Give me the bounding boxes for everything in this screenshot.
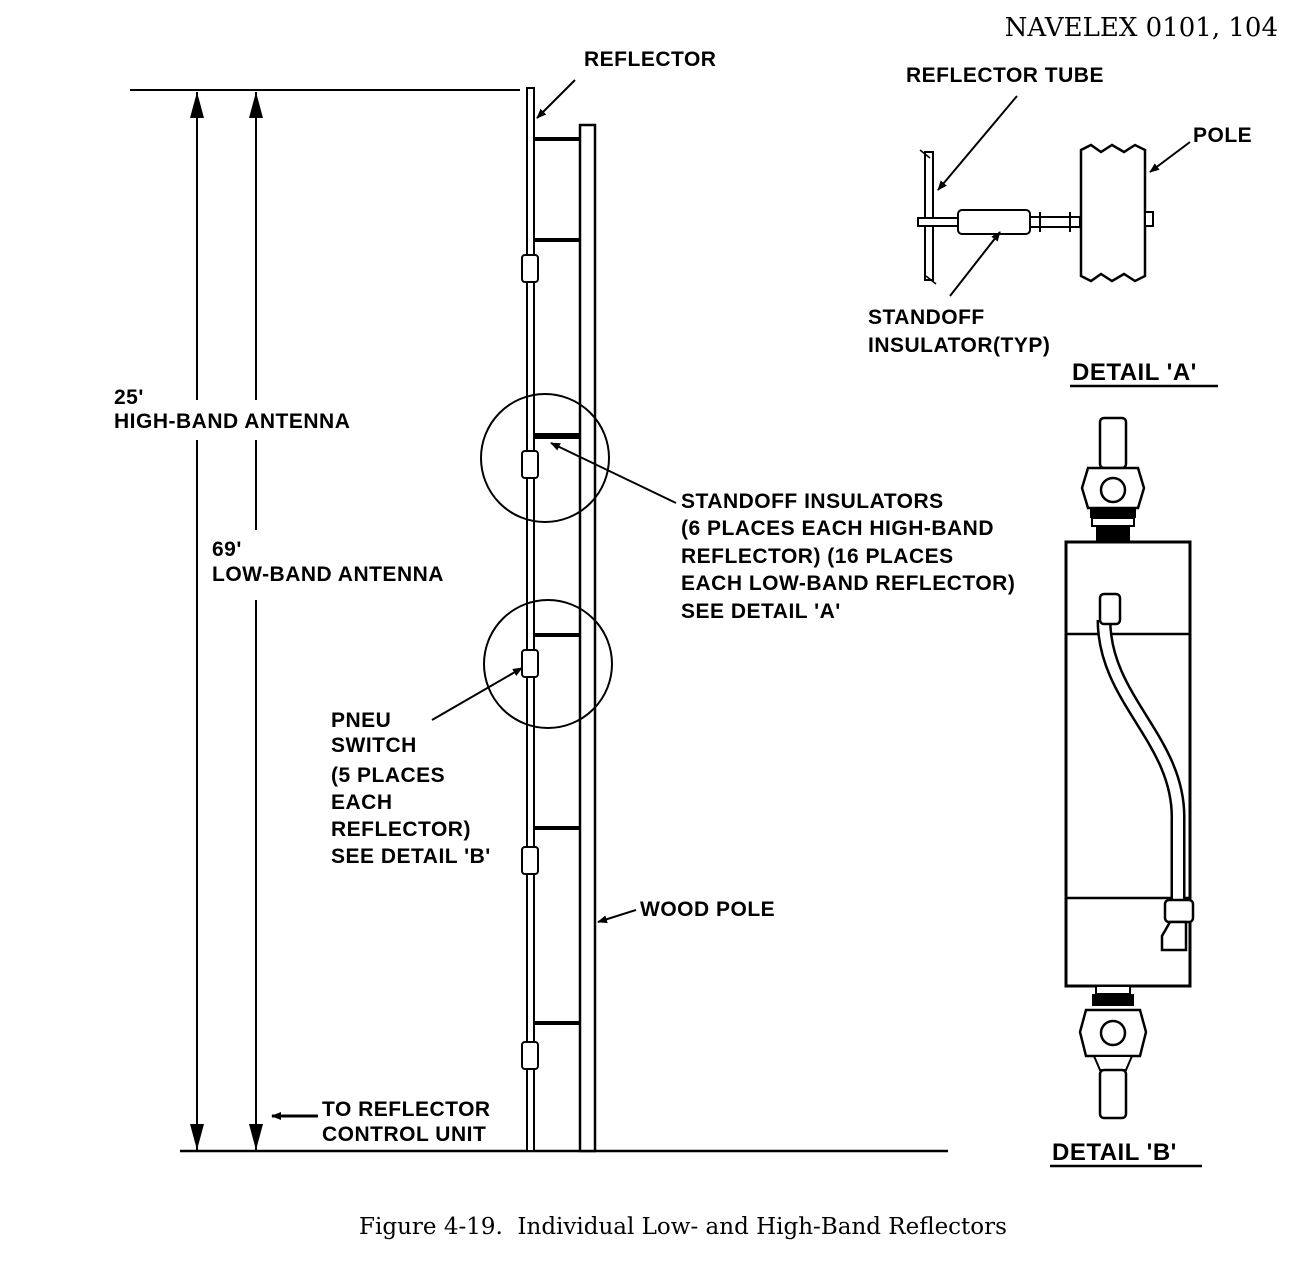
high-band-label: HIGH-BAND ANTENNA bbox=[114, 410, 350, 433]
pneu-switches bbox=[521, 254, 539, 1070]
wood-pole bbox=[578, 123, 597, 1153]
wood-pole-leader bbox=[597, 909, 637, 924]
figure-caption: Figure 4-19. Individual Low- and High-Ba… bbox=[359, 1214, 1007, 1240]
main-elevation: REFLECTOR 25' HIGH-BAND ANTENNA 69' LOW-… bbox=[114, 48, 1015, 1153]
standoff-label-1: STANDOFF INSULATORS bbox=[681, 490, 944, 513]
pneu-label-1: PNEU bbox=[331, 709, 391, 732]
standoff-label-2: (6 PLACES EACH HIGH-BAND bbox=[681, 517, 994, 540]
detail-b-circle bbox=[483, 599, 613, 729]
low-band-dimension bbox=[249, 92, 263, 1150]
reflector-rod bbox=[526, 87, 535, 1152]
pneu-label-6: SEE DETAIL 'B' bbox=[331, 845, 491, 868]
detail-a-circle bbox=[480, 393, 610, 523]
control-label-2: CONTROL UNIT bbox=[322, 1123, 486, 1146]
detail-a-title: DETAIL 'A' bbox=[1072, 359, 1197, 386]
high-band-height: 25' bbox=[114, 386, 144, 409]
detail-b: DETAIL 'B' bbox=[1050, 416, 1202, 1168]
standoff-label-5: SEE DETAIL 'A' bbox=[681, 600, 841, 623]
high-band-dimension bbox=[190, 92, 204, 1150]
reflector-label: REFLECTOR bbox=[584, 48, 716, 71]
low-band-label: LOW-BAND ANTENNA bbox=[212, 563, 444, 586]
detail-a-standoff-2: INSULATOR(TYP) bbox=[868, 334, 1050, 357]
reflector-leader bbox=[536, 79, 576, 119]
control-label-1: TO REFLECTOR bbox=[322, 1098, 491, 1121]
pneu-label-2: SWITCH bbox=[331, 734, 417, 757]
standoff-insulators bbox=[534, 137, 580, 1025]
pneu-label-4: EACH bbox=[331, 791, 393, 814]
standoff-leader bbox=[550, 442, 677, 504]
standoff-label-4: EACH LOW-BAND REFLECTOR) bbox=[681, 572, 1015, 595]
pneu-label-3: (5 PLACES bbox=[331, 764, 445, 787]
pneu-label-5: REFLECTOR) bbox=[331, 818, 471, 841]
detail-a: REFLECTOR TUBE POLE STANDOFF INSULATOR(T… bbox=[868, 64, 1252, 388]
reflector-tube-label: REFLECTOR TUBE bbox=[906, 64, 1104, 87]
standoff-label-3: REFLECTOR) (16 PLACES bbox=[681, 545, 954, 568]
pneu-leader bbox=[431, 667, 523, 721]
wood-pole-label: WOOD POLE bbox=[640, 898, 775, 921]
detail-a-standoff-1: STANDOFF bbox=[868, 306, 985, 329]
low-band-height: 69' bbox=[212, 538, 242, 561]
pole-label: POLE bbox=[1193, 124, 1252, 147]
doc-number: NAVELEX 0101, 104 bbox=[1005, 13, 1278, 43]
detail-b-title: DETAIL 'B' bbox=[1052, 1139, 1177, 1166]
